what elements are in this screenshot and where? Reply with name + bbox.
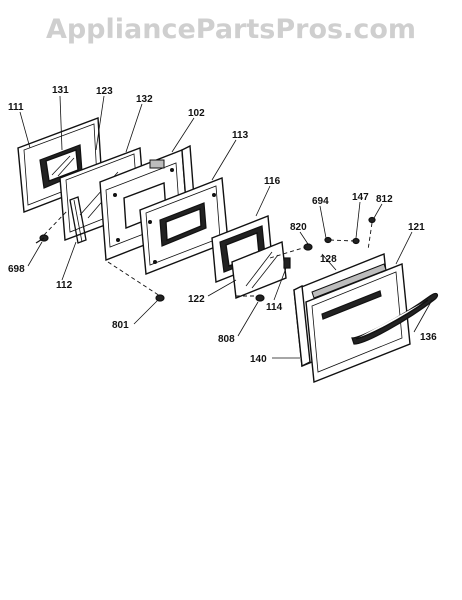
callout-801: 801 (112, 320, 129, 331)
screw-808 (255, 294, 265, 302)
callout-122: 122 (188, 294, 205, 305)
callout-808: 808 (218, 334, 235, 345)
callout-102: 102 (188, 108, 205, 119)
part-128-trim (311, 263, 387, 320)
callout-111: 111 (8, 102, 24, 113)
fasteners (35, 216, 376, 302)
callout-812: 812 (376, 194, 393, 205)
callout-147: 147 (352, 192, 369, 203)
callout-labels: 111 131 123 132 102 113 116 694 147 812 … (8, 85, 437, 365)
leader-lines (19, 95, 433, 359)
callout-131: 131 (52, 85, 69, 96)
alignment-lines (43, 209, 373, 297)
screw-698 (35, 234, 49, 244)
part-136-door-handle (351, 292, 439, 345)
callout-694: 694 (312, 196, 329, 207)
callout-112: 112 (56, 280, 73, 291)
callout-136: 136 (420, 332, 437, 343)
part-112-gasket (69, 196, 87, 244)
callout-123: 123 (96, 86, 113, 97)
callout-121: 121 (408, 222, 425, 233)
callout-698: 698 (8, 264, 25, 275)
callout-113: 113 (232, 130, 249, 141)
screw-801 (155, 294, 165, 302)
part-114-bracket (283, 257, 291, 269)
callout-116: 116 (264, 176, 281, 187)
callout-140: 140 (250, 354, 267, 365)
callout-132: 132 (136, 94, 153, 105)
part-122-glass (231, 241, 287, 299)
watermark-logo: AppliancePartsPros.com (45, 14, 417, 45)
callout-820: 820 (290, 222, 307, 233)
callout-128: 128 (320, 254, 337, 265)
screw-812 (368, 216, 376, 224)
part-113-inner-panel (139, 177, 229, 275)
callout-114: 114 (266, 302, 283, 313)
